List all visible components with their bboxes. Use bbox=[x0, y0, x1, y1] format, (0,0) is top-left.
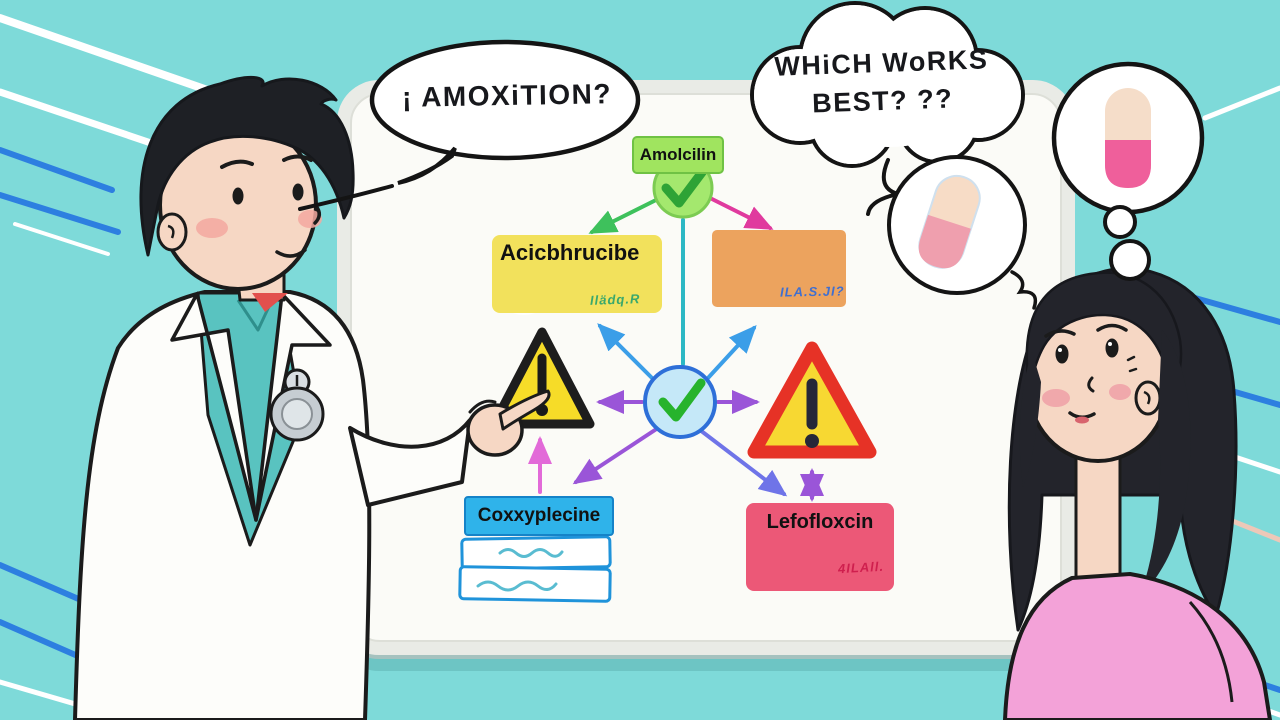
node-acicbhrucibe-label: Acicbhrucibe bbox=[500, 240, 640, 265]
scribble-blue: ILA.S.JI? bbox=[779, 283, 845, 300]
node-coxxyplecine: Coxxyplecine bbox=[464, 496, 614, 536]
stethoscope-icon bbox=[269, 368, 325, 442]
node-lefofloxcin: Lefofloxcin bbox=[746, 503, 894, 591]
node-acicbhrucibe: Acicbhrucibe bbox=[492, 235, 662, 313]
node-orange-card bbox=[712, 230, 846, 307]
thought-bubble-pill-corner bbox=[1051, 61, 1205, 281]
node-amolcilin-label: Amolcilin bbox=[639, 145, 717, 164]
whiteboard-surface bbox=[350, 93, 1062, 642]
scribble-green: Ilädq.R bbox=[589, 291, 641, 308]
scribble-red: 4ILAll. bbox=[837, 558, 885, 577]
doctor-bubble-text: ¡ AMOXiTION? bbox=[401, 78, 613, 113]
pill-capsule-icon bbox=[1105, 88, 1151, 188]
node-lefofloxcin-label: Lefofloxcin bbox=[766, 511, 874, 533]
node-amolcilin: Amolcilin bbox=[632, 136, 724, 174]
patient-bubble-text: WHiCH WoRKS BEST? ?? bbox=[759, 40, 1006, 124]
doctor-hair bbox=[139, 76, 355, 257]
ear bbox=[1134, 380, 1162, 416]
node-coxxyplecine-label: Coxxyplecine bbox=[477, 505, 601, 526]
blush bbox=[196, 218, 228, 238]
ear bbox=[156, 212, 188, 252]
